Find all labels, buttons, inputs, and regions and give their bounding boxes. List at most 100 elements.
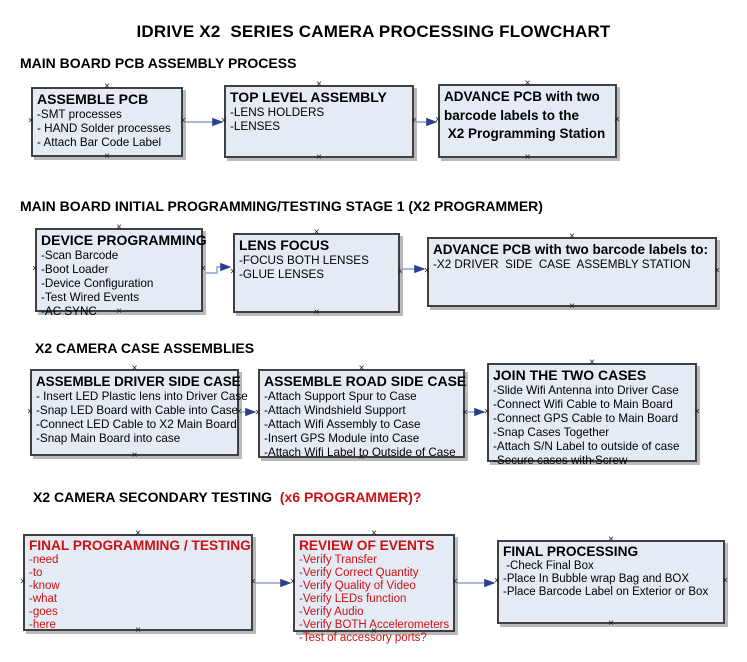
box-title: DEVICE PROGRAMMING [41,232,207,248]
connection-point-icon: × [290,576,296,588]
box-title: REVIEW OF EVENTS [299,538,435,553]
box-line: -Snap Main Board into case [36,431,181,445]
box-line: -Boot Loader [41,262,109,276]
box-line: -Connect GPS Cable to Main Board [493,411,679,425]
connection-point-icon: × [20,576,26,587]
box-line: -Attach S/N Label to outside of case [493,439,680,453]
page-title: IDRIVE X2 SERIES CAMERA PROCESSING FLOWC… [136,22,611,41]
flow-box-device-programming: × × × × DEVICE PROGRAMMING -Scan Barcode… [32,223,207,318]
flow-box-final-processing: × × × × FINAL PROCESSING -Check Final Bo… [494,535,728,629]
box-line: -Test Wired Events [41,290,140,304]
box-line: - Attach Bar Code Label [37,135,162,149]
connection-point-icon: × [131,363,138,374]
section-header-text: MAIN BOARD INITIAL PROGRAMMING/TESTING S… [20,198,543,214]
box-line: -SMT processes [37,108,122,121]
section-header-camera-case-assemblies: X2 CAMERA CASE ASSEMBLIES [35,340,254,356]
flow-box-assemble-driver-side-case: × × × × ASSEMBLE DRIVER SIDE CASE - Inse… [27,364,248,461]
connection-point-icon: × [589,456,595,467]
box-line: -GLUE LENSES [239,267,325,281]
connection-point-icon: × [524,78,531,89]
connection-point-icon: × [255,407,261,418]
flow-box-join-the-two-cases: × × × × JOIN THE TWO CASES -Slide Wifi A… [484,358,700,467]
section-header-red-text: (x6 PROGRAMMER)? [279,489,422,505]
connection-point-icon: × [316,152,322,163]
connection-point-icon: × [236,406,242,417]
box-line: -Connect Wifi Cable to Main Board [493,397,673,411]
box-line: -Test of accessory ports? [299,632,427,644]
section-header-initial-programming-testing: MAIN BOARD INITIAL PROGRAMMING/TESTING S… [20,198,543,214]
box-title: FINAL PROCESSING [503,544,639,559]
box-line: -here [29,619,56,631]
connection-point-icon: × [371,626,377,637]
connection-point-icon: × [250,576,256,587]
box-title: ADVANCE PCB with two barcode labels to: [433,242,709,257]
connection-point-icon: × [714,265,720,277]
box-title: LENS FOCUS [239,237,330,253]
connection-point-icon: × [316,79,322,90]
box-line: -Slide Wifi Antenna into Driver Case [493,384,679,397]
connection-point-icon: × [435,114,441,126]
connection-point-icon: × [371,528,377,539]
box-line: -Verify Correct Quantity [299,567,419,579]
box-line: -Snap LED Board with Cable into Case [36,403,239,417]
section-header-secondary-testing: X2 CAMERA SECONDARY TESTING (x6 PROGRAMM… [33,489,421,505]
connection-point-icon: × [694,406,700,417]
flow-box-final-programming-testing: × × × × FINAL PROGRAMMING / TESTING -nee… [20,529,256,636]
box-line: -Verify BOTH Accelerometers [299,619,450,631]
connection-point-icon: × [608,534,614,545]
box-line: -LENSES [230,119,281,133]
connection-point-icon: × [116,222,122,233]
connection-point-icon: × [722,575,728,587]
connection-point-icon: × [397,266,403,278]
box-line: -Device Configuration [41,276,154,290]
section-header-text: X2 CAMERA SECONDARY TESTING [33,489,280,505]
connection-point-icon: × [180,115,186,127]
box-line: -Attach Wifi Assembly to Case [264,417,421,431]
box-line: -what [29,593,58,605]
connection-point-icon: × [608,618,614,629]
connection-point-icon: × [104,81,110,92]
section-header-text: MAIN BOARD PCB ASSEMBLY PROCESS [20,55,297,71]
connection-point-icon: × [424,265,430,277]
connection-point-icon: × [131,450,138,461]
box-line: -Place In Bubble wrap Bag and BOX [503,573,690,585]
connection-point-icon: × [135,528,141,539]
flow-box-advance-pcb-driver-side: × × × × ADVANCE PCB with two barcode lab… [424,232,720,312]
box-line: -Verify Quality of Video [299,580,416,592]
section-header-text: X2 CAMERA CASE ASSEMBLIES [35,340,255,356]
box-title: ASSEMBLE DRIVER SIDE CASE [36,374,241,389]
connection-point-icon: × [358,452,365,463]
box-line: -Scan Barcode [41,249,119,262]
connection-point-icon: × [32,263,38,275]
box-line: -AC SYNC [41,304,97,318]
box-line: -Attach Support Spur to Case [264,390,417,403]
box-line: -Verify LEDs function [299,593,407,605]
flow-arrow [205,262,232,274]
flow-box-lens-focus: × × × × LENS FOCUS -FOCUS BOTH LENSES -G… [230,228,403,318]
box-line: -FOCUS BOTH LENSES [239,254,369,267]
connection-point-icon: × [27,406,33,417]
connection-point-icon: × [104,151,110,162]
box-title: ASSEMBLE ROAD SIDE CASE [264,373,467,389]
box-title: JOIN THE TWO CASES [493,367,647,383]
box-line: -Insert GPS Module into Case [264,431,420,445]
box-line: - Insert LED Plastic lens into Driver Ca… [36,390,248,403]
box-line: -Attach Windshield Support [264,403,406,417]
connection-point-icon: × [313,227,320,238]
box-line: -need [29,554,59,566]
connection-point-icon: × [569,301,575,312]
connection-point-icon: × [524,152,531,163]
connection-point-icon: × [614,114,620,126]
box-line: -Verify Audio [299,606,364,618]
connection-point-icon: × [28,115,34,127]
box-line: -know [29,580,60,592]
connection-point-icon: × [589,357,595,368]
flow-box-top-level-assembly: × × × × TOP LEVEL ASSEMBLY -LENS HOLDERS… [221,80,417,163]
connection-point-icon: × [462,407,468,418]
connection-point-icon: × [411,115,417,126]
flow-box-assemble-road-side-case: × × × × ASSEMBLE ROAD SIDE CASE -Attach … [255,364,468,463]
box-line: -Secure cases with Screw [493,453,628,467]
box-line: -Check Final Box [503,560,594,572]
box-line: -Verify Transfer [299,554,377,566]
